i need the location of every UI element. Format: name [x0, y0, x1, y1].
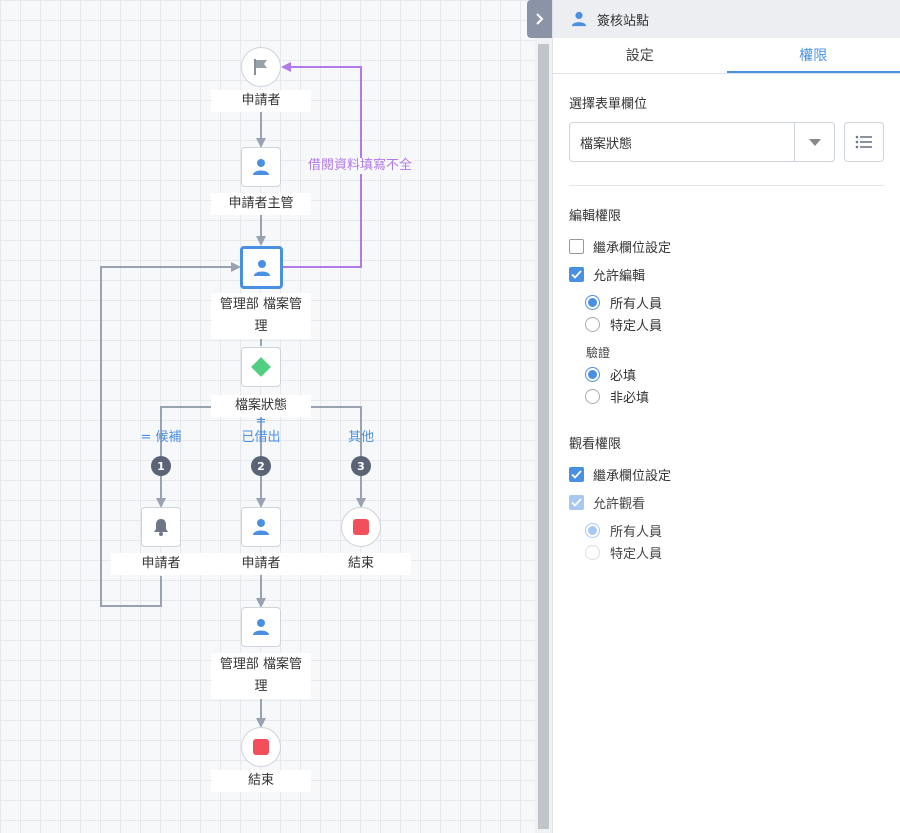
edit-scope-specific-label: 特定人員 [610, 318, 663, 334]
validation-required[interactable]: 必填 [569, 363, 884, 385]
end-node-2-label: 結束 [211, 770, 311, 792]
branch1-node[interactable] [141, 507, 181, 547]
admin-node-selected[interactable] [240, 246, 283, 289]
edge-loop-back [100, 262, 241, 607]
view-scope-specific-radio[interactable] [585, 544, 600, 560]
view-permission-title: 觀看權限 [569, 437, 622, 452]
manager-node[interactable] [241, 147, 281, 187]
view-scope-all-radio[interactable] [585, 522, 600, 538]
field-select-value: 檔案狀態 [580, 136, 633, 152]
branch-badge-1: 1 [151, 456, 171, 476]
panel-title: 簽核站點 [597, 13, 650, 29]
user-icon [571, 11, 587, 27]
edit-scope-all-radio[interactable] [585, 294, 600, 310]
panel-tabs: 設定 權限 [553, 38, 900, 74]
canvas-scrollbar[interactable] [535, 0, 552, 833]
edit-allow-row[interactable]: 允許編輯 [569, 260, 884, 288]
edit-inherit-checkbox[interactable] [569, 238, 584, 254]
reject-edge-label: 借閱資料填寫不全 [306, 158, 415, 174]
list-icon [855, 135, 873, 149]
cond-label-2: = 已借出 [241, 414, 281, 445]
admin2-node-label: 管理部 檔案管理 [211, 653, 311, 699]
start-node[interactable] [241, 47, 281, 87]
edge-branch-right [311, 406, 366, 508]
field-select-label: 選擇表單欄位 [569, 97, 648, 112]
edit-scope-all-label: 所有人員 [610, 296, 663, 312]
flow-canvas[interactable]: 申請者 申請者主管 借閱資料填寫不全 管理部 檔案管理 檔案狀態 = 候補 = … [0, 0, 535, 833]
branch2-node-label: 申請者 [211, 553, 311, 575]
end-node-2[interactable] [241, 727, 281, 767]
cond-label-1: = 候補 [140, 430, 182, 445]
validation-label: 驗證 [586, 346, 611, 360]
view-scope-specific-label: 特定人員 [610, 546, 663, 562]
caret-down-icon [808, 138, 821, 146]
branch-badge-3: 3 [351, 456, 371, 476]
view-inherit-label: 繼承欄位設定 [593, 468, 672, 484]
end-node-1-label: 結束 [311, 553, 411, 575]
user-icon [253, 519, 269, 535]
field-list-button[interactable] [844, 122, 884, 162]
user-icon [253, 159, 269, 175]
view-scope-all-label: 所有人員 [610, 524, 663, 540]
tab-permissions[interactable]: 權限 [726, 38, 900, 73]
view-inherit-checkbox[interactable] [569, 466, 584, 482]
edit-inherit-row[interactable]: 繼承欄位設定 [569, 232, 884, 260]
admin-node-label: 管理部 檔案管理 [211, 293, 311, 339]
canvas-scrollbar-thumb[interactable] [538, 44, 549, 829]
user-icon [253, 619, 269, 635]
collapse-panel-button[interactable] [527, 0, 552, 38]
cond-label-3: 其他 [347, 430, 374, 445]
edge-branch-left [156, 406, 211, 508]
check-icon [571, 269, 582, 279]
edit-scope-specific[interactable]: 特定人員 [569, 313, 884, 335]
view-inherit-row[interactable]: 繼承欄位設定 [569, 460, 884, 488]
validation-required-label: 必填 [610, 368, 637, 384]
field-select[interactable]: 檔案狀態 [569, 122, 836, 162]
admin2-node[interactable] [241, 607, 281, 647]
panel-header: 簽核站點 [553, 0, 900, 38]
properties-panel: 簽核站點 設定 權限 選擇表單欄位 檔案狀態 [552, 0, 900, 833]
user-icon [253, 259, 270, 276]
branch2-node[interactable] [241, 507, 281, 547]
view-scope-specific[interactable]: 特定人員 [569, 541, 884, 563]
validation-optional-label: 非必填 [610, 390, 650, 406]
condition-node-label: 檔案狀態 [211, 395, 311, 417]
flag-icon [254, 59, 267, 75]
bell-icon [154, 519, 168, 536]
condition-node[interactable] [241, 347, 281, 387]
validation-required-radio[interactable] [585, 366, 600, 382]
diamond-icon [251, 357, 271, 377]
view-scope-all[interactable]: 所有人員 [569, 519, 884, 541]
edit-scope-all[interactable]: 所有人員 [569, 291, 884, 313]
end-node-1[interactable] [341, 507, 381, 547]
chevron-right-icon [535, 13, 543, 25]
validation-optional[interactable]: 非必填 [569, 385, 884, 407]
stop-icon [353, 519, 369, 535]
check-icon [571, 469, 582, 479]
check-icon [571, 497, 582, 507]
view-allow-row[interactable]: 允許觀看 [569, 488, 884, 516]
branch-badge-2: 2 [251, 456, 271, 476]
edit-permission-title: 編輯權限 [569, 209, 622, 224]
tab-settings[interactable]: 設定 [625, 48, 654, 64]
view-allow-checkbox[interactable] [569, 494, 584, 510]
view-allow-label: 允許觀看 [593, 496, 646, 512]
edit-scope-specific-radio[interactable] [585, 316, 600, 332]
start-node-label: 申請者 [211, 90, 311, 112]
branch1-node-label: 申請者 [111, 553, 211, 575]
select-dropdown-toggle[interactable] [794, 123, 834, 161]
validation-optional-radio[interactable] [585, 388, 600, 404]
stop-icon [253, 739, 269, 755]
edit-allow-checkbox[interactable] [569, 266, 584, 282]
edit-allow-label: 允許編輯 [593, 268, 646, 284]
edit-inherit-label: 繼承欄位設定 [593, 240, 672, 256]
section-divider [569, 185, 884, 186]
manager-node-label: 申請者主管 [211, 193, 311, 215]
